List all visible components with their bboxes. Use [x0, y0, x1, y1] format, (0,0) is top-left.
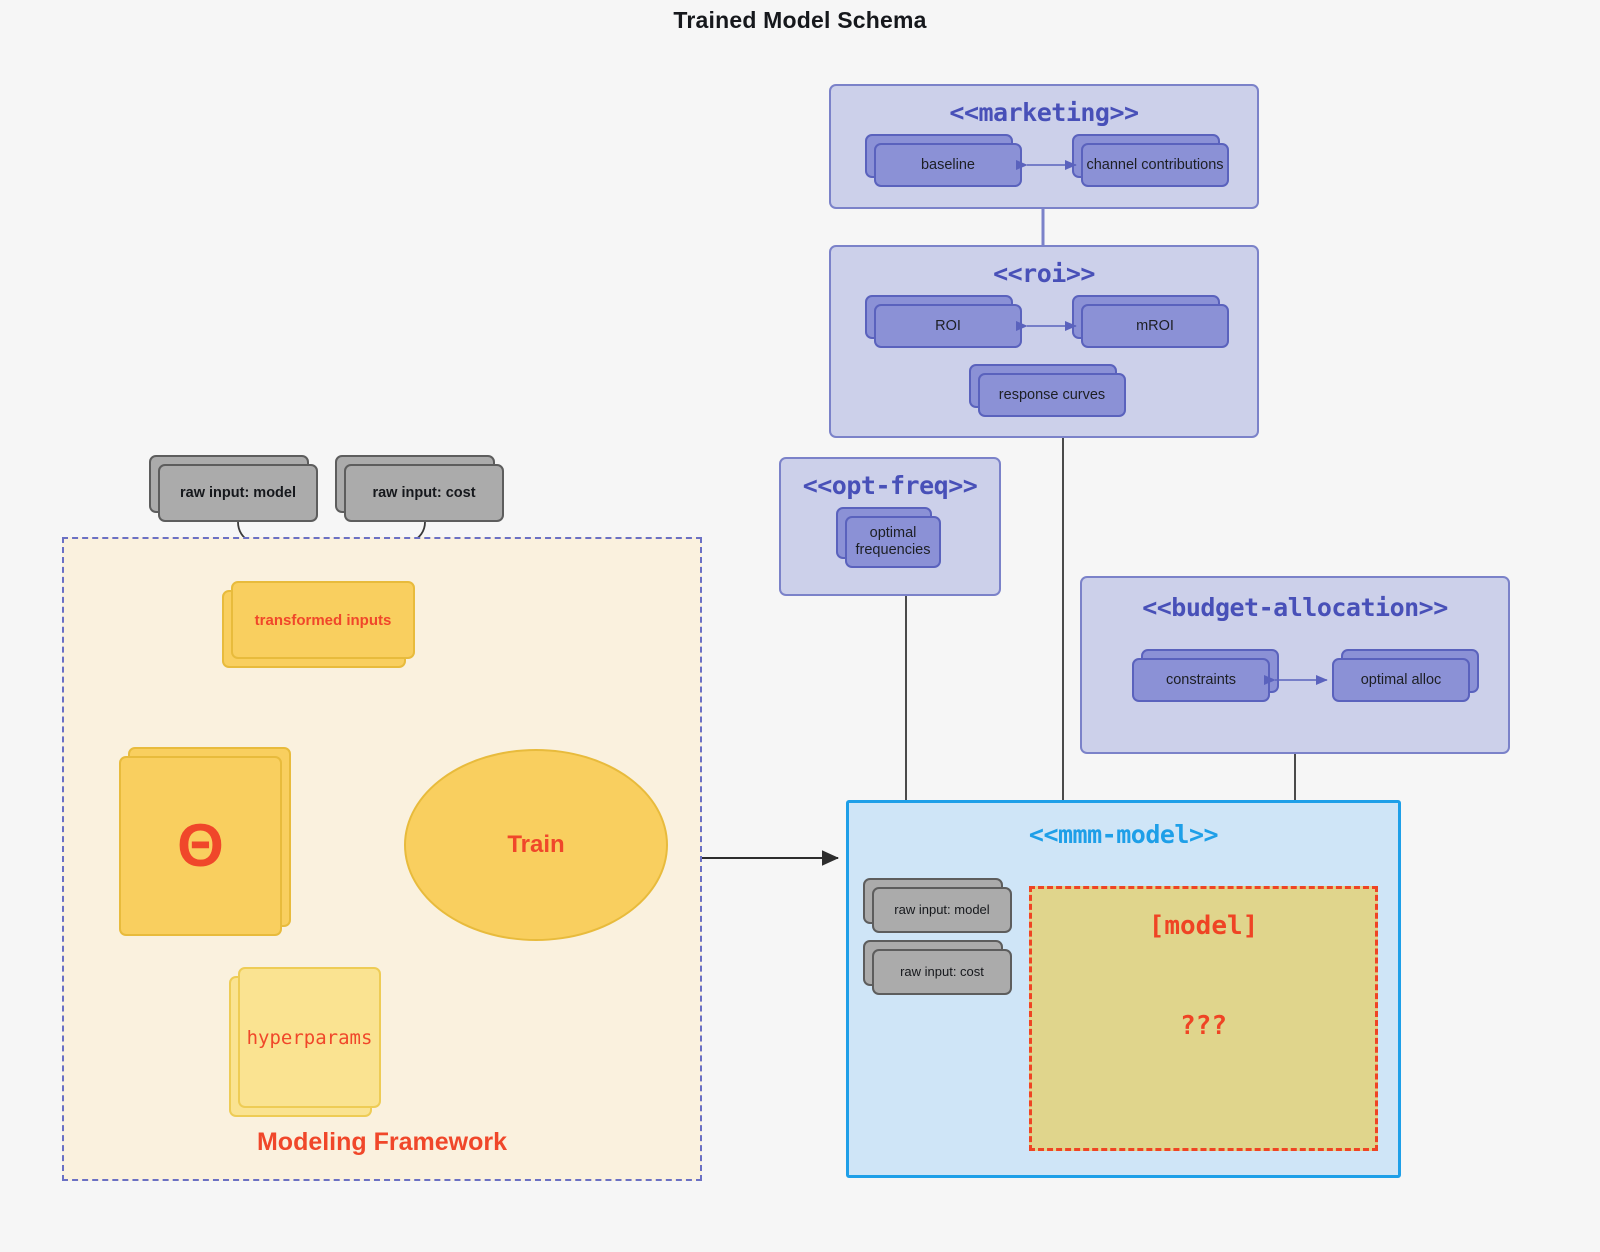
node-label: raw input: model — [872, 887, 1012, 933]
hyperparams-label: hyperparams — [246, 1026, 373, 1049]
node-label: optimal frequencies — [845, 516, 941, 568]
model-placeholder-box[interactable]: [model] ??? — [1029, 886, 1378, 1151]
node-label-line2: frequencies — [855, 542, 931, 558]
package-marketing-title: <<marketing>> — [949, 98, 1139, 127]
node-channel-contributions[interactable]: channel contributions — [1072, 134, 1229, 187]
node-optimal-alloc[interactable]: optimal alloc — [1332, 649, 1479, 702]
model-placeholder-title: [model] — [1148, 911, 1259, 941]
package-mmm-model-title: <<mmm-model>> — [1028, 820, 1219, 849]
node-label: baseline — [874, 143, 1022, 187]
theta-card[interactable]: Θ — [119, 747, 291, 936]
transformed-inputs-label: transformed inputs — [254, 611, 392, 629]
node-roi[interactable]: ROI — [865, 295, 1022, 348]
hyperparams-card[interactable]: hyperparams — [229, 967, 381, 1117]
page-title: Trained Model Schema — [673, 7, 927, 33]
node-label: response curves — [978, 373, 1126, 417]
node-label: optimal alloc — [1332, 658, 1470, 702]
node-label: raw input: model — [158, 464, 318, 522]
train-label: Train — [507, 831, 565, 858]
node-optimal-frequencies[interactable]: optimal frequencies — [836, 507, 941, 568]
node-label: mROI — [1081, 304, 1229, 348]
node-constraints[interactable]: constraints — [1132, 649, 1279, 702]
package-roi-title: <<roi>> — [993, 259, 1095, 288]
package-budget-allocation[interactable]: <<budget-allocation>> constraints optima… — [1080, 576, 1510, 754]
package-opt-freq[interactable]: <<opt-freq>> optimal frequencies — [779, 457, 1001, 596]
node-label: channel contributions — [1081, 143, 1229, 187]
mmm-raw-input-model-card[interactable]: raw input: model — [863, 878, 1012, 933]
node-label: Θ — [119, 756, 282, 936]
node-label: constraints — [1132, 658, 1270, 702]
node-label-line1: optimal — [869, 525, 917, 542]
node-label: transformed inputs — [231, 581, 415, 659]
node-label: hyperparams — [238, 967, 381, 1108]
package-mmm-model[interactable]: <<mmm-model>> raw input: model raw input… — [846, 800, 1401, 1178]
node-response-curves[interactable]: response curves — [969, 364, 1126, 417]
package-budget-allocation-title: <<budget-allocation>> — [1142, 593, 1448, 622]
theta-symbol: Θ — [177, 812, 224, 879]
train-process-node[interactable]: Train — [404, 749, 668, 941]
node-mroi[interactable]: mROI — [1072, 295, 1229, 348]
model-placeholder-body: ??? — [1180, 1011, 1227, 1041]
package-roi[interactable]: <<roi>> ROI mROI response curves — [829, 245, 1259, 438]
raw-input-model-card[interactable]: raw input: model — [149, 455, 318, 522]
node-baseline[interactable]: baseline — [865, 134, 1022, 187]
node-label: raw input: cost — [872, 949, 1012, 995]
transformed-inputs-card[interactable]: transformed inputs — [222, 581, 415, 668]
node-label: raw input: cost — [344, 464, 504, 522]
raw-input-cost-card[interactable]: raw input: cost — [335, 455, 504, 522]
mmm-raw-input-cost-card[interactable]: raw input: cost — [863, 940, 1012, 995]
node-label: ROI — [874, 304, 1022, 348]
package-marketing[interactable]: <<marketing>> baseline channel contribut… — [829, 84, 1259, 209]
modeling-framework-label: Modeling Framework — [256, 1128, 508, 1156]
package-opt-freq-title: <<opt-freq>> — [802, 471, 978, 500]
